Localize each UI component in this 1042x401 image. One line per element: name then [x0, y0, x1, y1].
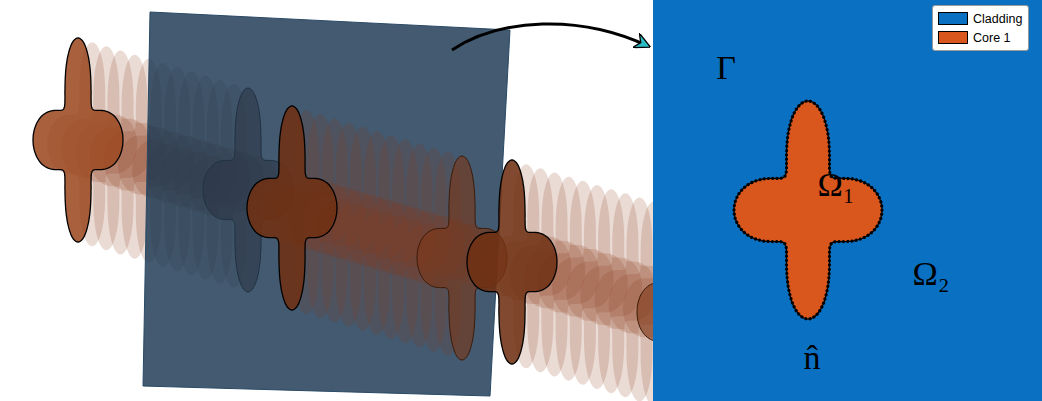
core-region: Ω₁ [733, 99, 883, 321]
pointer-arrow [452, 24, 648, 50]
region-label: Ω₂ [912, 257, 949, 291]
legend-text: Core 1 [973, 31, 1011, 45]
cross-section-plane [143, 12, 510, 396]
cladding-region: Ω₂ Ω₁ [653, 0, 1042, 401]
boundary-label: Γ [716, 51, 736, 85]
core-outline [733, 99, 883, 321]
legend-swatch [938, 31, 968, 44]
legend-row: Cladding [938, 9, 1022, 28]
region-label: Ω₁ [817, 168, 854, 202]
legend: CladdingCore 1 [932, 5, 1029, 51]
legend-row: Core 1 [938, 28, 1022, 47]
legend-swatch [938, 12, 968, 25]
normal-label: n̂ [804, 341, 821, 375]
legend-text: Cladding [973, 12, 1022, 26]
